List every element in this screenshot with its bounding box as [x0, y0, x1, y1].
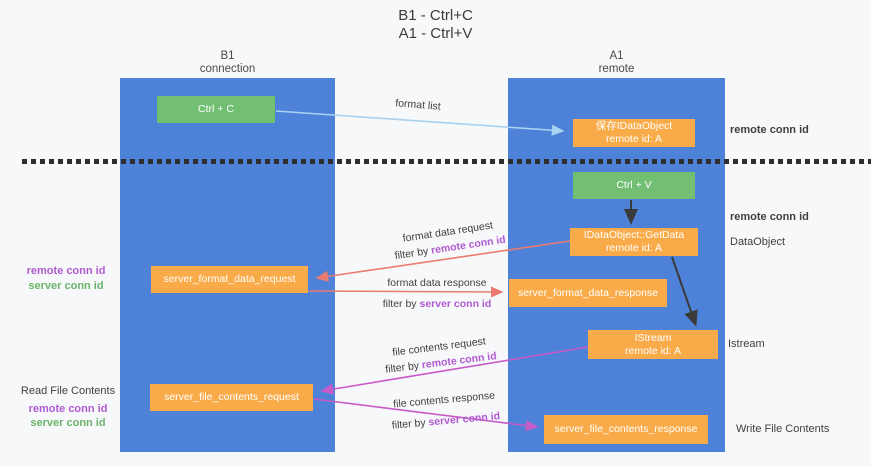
file-contents-request-arrow — [320, 346, 589, 395]
file-contents-response-arrow — [313, 398, 539, 432]
box-server-format-data-response: server_format_data_response — [509, 279, 667, 307]
remote-conn-id-label-mid: remote conn id — [730, 211, 809, 223]
filter-key: server conn id — [419, 298, 492, 310]
box-label: Ctrl + C — [198, 103, 234, 115]
lane-name: A1 — [609, 50, 624, 62]
box-server-file-contents-request: server_file_contents_request — [150, 384, 313, 411]
title-line-1: B1 - Ctrl+C — [398, 7, 473, 24]
box-ctrl-c: Ctrl + C — [157, 96, 275, 123]
diagram-title: B1 - Ctrl+C A1 - Ctrl+V — [0, 7, 871, 43]
box-line-2: remote id: A — [624, 344, 682, 357]
remote-conn-id-label-bottom: remote conn id — [28, 403, 108, 415]
box-label: Ctrl + V — [616, 179, 652, 191]
box-istream: IStream remote id: A — [588, 330, 718, 359]
lane-header-a1: A1 remote — [508, 50, 725, 76]
server-conn-id-label-left: server conn id — [28, 280, 104, 292]
box-ctrl-v: Ctrl + V — [573, 172, 695, 199]
box-line-1: IStream — [634, 331, 672, 344]
lane-role: remote — [598, 63, 635, 75]
format-list-arrow — [275, 110, 565, 136]
box-save-idataobject: 保存IDataObject remote id: A — [573, 119, 695, 147]
lane-name: B1 — [220, 50, 235, 62]
box-server-file-contents-response: server_file_contents_response — [544, 415, 708, 444]
box-line-1: IDataObject::GetData — [583, 229, 685, 241]
flow-filter: filter by server conn id — [357, 296, 517, 312]
box-idataobject-getdata: IDataObject::GetData remote id: A — [570, 228, 698, 256]
filter-prefix: filter by — [384, 359, 423, 376]
box-label: server_file_contents_request — [164, 391, 299, 403]
read-file-contents-block: Read File Contents remote conn id server… — [16, 384, 120, 430]
box-line-2: remote id: A — [605, 242, 663, 254]
format-data-request-arrow — [315, 240, 571, 282]
filter-prefix: filter by — [391, 416, 429, 432]
remote-conn-id-label-top: remote conn id — [730, 124, 809, 136]
box-server-format-data-request: server_format_data_request — [151, 266, 308, 293]
getdata-to-istream-arrow — [671, 256, 698, 327]
filter-prefix: filter by — [393, 244, 433, 263]
lane-role: connection — [199, 63, 256, 75]
format-data-response-arrow — [308, 286, 504, 298]
box-label: server_format_data_response — [517, 286, 659, 299]
read-file-contents-label: Read File Contents — [20, 385, 116, 397]
dataobject-label: DataObject — [730, 236, 786, 248]
box-line-2: remote id: A — [605, 133, 663, 145]
lane-header-b1: B1 connection — [120, 50, 335, 76]
phase-divider-dashed-line — [22, 159, 871, 164]
flow-title: format data response — [387, 277, 487, 289]
server-conn-id-label-bottom: server conn id — [30, 417, 106, 429]
write-file-contents-label: Write File Contents — [736, 423, 830, 435]
box-line-1: 保存IDataObject — [595, 120, 673, 132]
title-line-2: A1 - Ctrl+V — [398, 25, 473, 42]
format-data-response-label: format data response filter by server co… — [357, 275, 517, 312]
left-conn-id-labels: remote conn id server conn id — [20, 264, 112, 294]
box-label: server_format_data_request — [163, 273, 296, 285]
filter-prefix: filter by — [382, 298, 420, 310]
istream-label: Istream — [728, 338, 765, 350]
remote-conn-id-label-left: remote conn id — [26, 265, 106, 277]
box-label: server_file_contents_response — [554, 423, 698, 435]
